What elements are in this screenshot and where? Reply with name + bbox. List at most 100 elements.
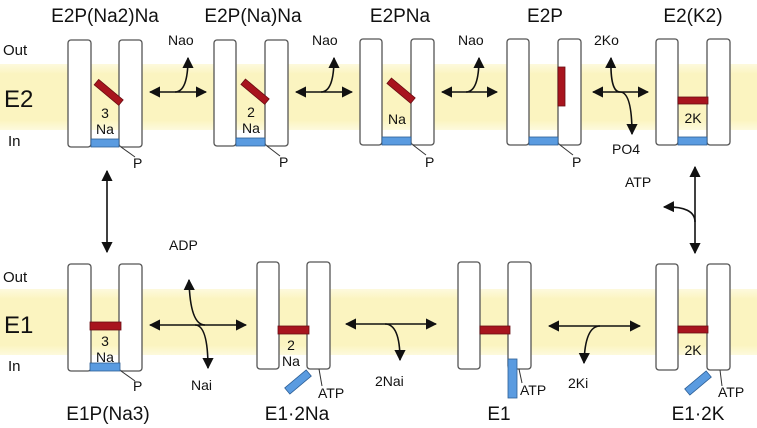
- p-leader: [120, 370, 136, 382]
- state-e2p: E2P P: [506, 6, 582, 170]
- state-title: E2PNa: [370, 6, 431, 27]
- transition-bottom-3: 2Ki: [547, 320, 642, 391]
- state-e1p-na3: 3 Na P E1P(Na3): [66, 263, 150, 425]
- helix-left: [359, 38, 383, 146]
- ion-count: 3: [101, 105, 109, 121]
- gate: [677, 325, 709, 334]
- helix-left: [67, 263, 92, 372]
- state-e1: ATP E1: [457, 261, 546, 425]
- atp-leader: [719, 369, 723, 387]
- state-title: E1·2Na: [265, 404, 330, 425]
- nai-label: Nai: [191, 377, 212, 393]
- helix-left: [457, 261, 481, 370]
- ion-label: Na: [388, 111, 406, 127]
- gate: [240, 78, 270, 105]
- transition-bottom-2: 2Nai: [344, 318, 438, 389]
- phosphate-release-label: PO4: [612, 141, 640, 157]
- helix-left: [213, 39, 237, 147]
- atp-label: ATP: [318, 385, 344, 401]
- helix-left: [256, 261, 280, 370]
- label-in-bottom: In: [8, 358, 21, 375]
- phosphorylation-site: [89, 362, 121, 372]
- transition-top-3: Nao: [440, 32, 499, 98]
- p-leader: [412, 144, 427, 156]
- helix-left: [67, 39, 92, 148]
- phosphorylation-site: [528, 136, 559, 146]
- helix-left: [655, 38, 679, 146]
- label-out-bottom: Out: [3, 269, 28, 286]
- phosphorylation-site: [677, 136, 708, 146]
- label-in-top: In: [8, 133, 21, 150]
- state-title: E2P: [527, 6, 563, 27]
- ion-release-label: Nao: [312, 32, 338, 48]
- p-leader: [266, 145, 281, 157]
- k-uptake-label: 2Ko: [594, 32, 619, 48]
- phosphate-label: P: [133, 378, 142, 394]
- helix-right: [410, 38, 435, 146]
- gate: [557, 66, 566, 107]
- helix-right: [264, 39, 289, 147]
- state-title: E1·2K: [672, 404, 725, 425]
- ion-release-label: Nao: [458, 32, 484, 48]
- state-title: E1P(Na3): [66, 404, 149, 425]
- ion-release-label: Nao: [168, 32, 194, 48]
- release-arrow: [174, 56, 194, 93]
- label-e2: E2: [4, 86, 33, 113]
- gate: [93, 78, 124, 106]
- ion-label: Na: [96, 121, 114, 137]
- na-binding-arrow: [194, 324, 214, 370]
- atp-leader: [318, 368, 323, 387]
- adp-label: ADP: [169, 237, 198, 253]
- k-label: 2Ki: [568, 375, 588, 391]
- gate: [677, 96, 709, 105]
- ion-label: Na: [242, 120, 260, 136]
- ion-count: 2: [287, 337, 295, 353]
- p-leader: [559, 144, 574, 156]
- phosphate-label: P: [133, 155, 142, 171]
- ion-count: 2: [247, 104, 255, 120]
- state-title: E2(K2): [663, 6, 722, 27]
- helix-left: [655, 263, 679, 371]
- state-e2p-na2-na: E2P(Na2)Na 3 Na P: [51, 6, 159, 171]
- phosphate-label: P: [279, 154, 288, 170]
- ion-label: 2K: [684, 110, 702, 126]
- helix-right: [118, 263, 143, 372]
- state-title: E2P(Na)Na: [204, 6, 302, 27]
- phosphate-label: P: [425, 154, 434, 170]
- phosphorylation-site: [235, 137, 266, 147]
- transition-top-1: Nao: [148, 32, 208, 98]
- atp-site: [284, 369, 312, 395]
- helix-right: [507, 261, 532, 370]
- label-e1: E1: [4, 312, 33, 339]
- state-e1-2k: 2K ATP E1·2K: [655, 263, 744, 425]
- gate: [479, 325, 511, 335]
- atp-binding-arrow: [662, 201, 696, 223]
- k-binding-arrow: [578, 325, 601, 365]
- helix-right: [706, 263, 731, 371]
- na-binding-arrow: [384, 323, 406, 362]
- transition-top-4: 2Ko PO4: [591, 32, 650, 157]
- phosphorylation-site: [90, 138, 120, 148]
- gate: [89, 321, 122, 331]
- gate: [386, 77, 416, 104]
- phosphorylation-site: [381, 136, 412, 146]
- state-title: E2P(Na2)Na: [51, 6, 159, 27]
- atp-label: ATP: [718, 384, 744, 400]
- release-arrow: [465, 56, 485, 93]
- atp-label: ATP: [625, 174, 651, 190]
- phosphate-label: P: [572, 154, 581, 170]
- label-out-top: Out: [3, 42, 28, 59]
- transition-right-vertical: ATP: [625, 165, 701, 255]
- helix-right: [118, 39, 143, 148]
- state-e1-2na: 2 Na ATP E1·2Na: [256, 261, 344, 425]
- atp-site: [507, 358, 518, 399]
- state-e2p-na-na: E2P(Na)Na 2 Na P: [204, 6, 302, 170]
- state-e2pna: E2PNa Na P: [359, 6, 435, 170]
- ion-label: Na: [96, 349, 114, 365]
- state-e2-k2: E2(K2) 2K: [655, 6, 731, 146]
- ion-label: Na: [282, 353, 300, 369]
- phosphate-release-arrow: [619, 91, 638, 136]
- ion-label: 2K: [684, 342, 702, 358]
- helix-right: [706, 38, 731, 146]
